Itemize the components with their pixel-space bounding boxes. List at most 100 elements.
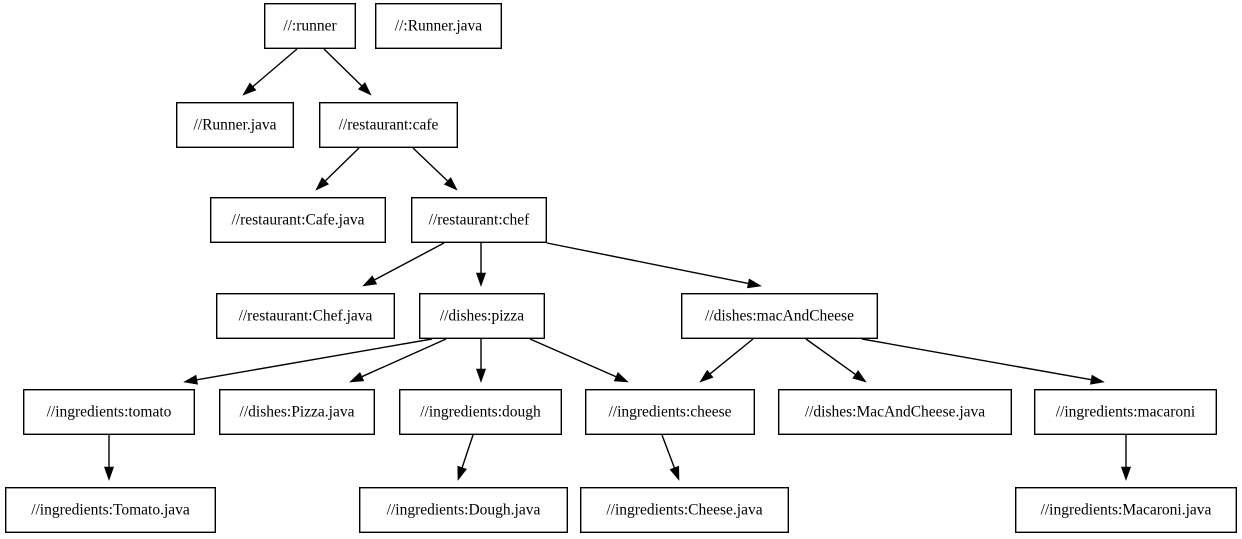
edge-arrowhead — [357, 82, 372, 96]
graph-node-dishes_pizza[interactable]: //dishes:pizza — [419, 293, 546, 340]
node-label: //ingredients:macaroni — [1056, 404, 1196, 421]
graph-node-dough_java[interactable]: //ingredients:Dough.java — [359, 487, 569, 534]
graph-edge — [349, 338, 447, 383]
edge-line — [805, 338, 856, 375]
node-label: //restaurant:Chef.java — [239, 308, 373, 325]
node-label: //restaurant:cafe — [339, 117, 439, 134]
edge-line — [323, 48, 363, 87]
node-box[interactable] — [218, 389, 376, 436]
graph-edge — [1120, 435, 1132, 481]
graph-edge — [412, 147, 458, 191]
edge-line — [546, 242, 749, 285]
node-box[interactable] — [1015, 487, 1238, 534]
edge-line — [361, 338, 447, 378]
graph-node-ing_dough[interactable]: //ingredients:dough — [399, 389, 563, 436]
graph-edge — [805, 338, 867, 383]
node-box[interactable] — [264, 3, 357, 49]
node-box[interactable] — [419, 293, 546, 340]
edge-arrowhead — [699, 369, 714, 383]
edge-arrowhead — [362, 275, 378, 287]
edge-arrowhead — [613, 372, 629, 383]
node-label: //ingredients:cheese — [608, 404, 731, 421]
graph-node-runner_java_root[interactable]: //:Runner.java — [375, 3, 503, 49]
node-box[interactable] — [580, 487, 790, 534]
graph-node-cheese_java[interactable]: //ingredients:Cheese.java — [580, 487, 790, 534]
edge-arrowhead — [315, 177, 330, 191]
graph-node-runner_java[interactable]: //Runner.java — [175, 101, 294, 148]
node-label: //ingredients:dough — [420, 404, 541, 421]
node-box[interactable] — [411, 196, 548, 243]
node-label: //dishes:pizza — [440, 308, 524, 325]
node-box[interactable] — [4, 487, 217, 534]
edge-arrowhead — [183, 374, 198, 385]
node-label: //ingredients:Tomato.java — [31, 502, 190, 519]
node-box[interactable] — [359, 487, 569, 534]
node-box[interactable] — [23, 389, 196, 436]
edge-line — [461, 434, 474, 468]
graph-edge — [103, 435, 115, 481]
node-label: //ingredients:Dough.java — [387, 502, 541, 519]
edge-line — [861, 338, 1092, 381]
node-box[interactable] — [585, 389, 756, 436]
node-box[interactable] — [209, 196, 387, 243]
graph-node-ing_tomato[interactable]: //ingredients:tomato — [23, 389, 196, 436]
graph-node-cafe_java[interactable]: //restaurant:Cafe.java — [209, 196, 387, 243]
graph-node-macaroni_java[interactable]: //ingredients:Macaroni.java — [1015, 487, 1238, 534]
edge-arrowhead — [103, 466, 115, 481]
graph-edge — [323, 48, 372, 96]
graph-edge — [661, 434, 680, 481]
edge-arrowhead — [457, 465, 467, 481]
graph-edge — [457, 434, 474, 481]
graph-node-restaurant_chef[interactable]: //restaurant:chef — [411, 196, 548, 243]
node-label: //ingredients:Cheese.java — [606, 502, 762, 519]
edge-line — [252, 48, 298, 88]
graph-node-tomato_java[interactable]: //ingredients:Tomato.java — [4, 487, 217, 534]
edge-arrowhead — [443, 177, 458, 191]
graph-edge — [529, 338, 629, 383]
node-box[interactable] — [1033, 389, 1217, 436]
node-box[interactable] — [681, 293, 879, 340]
edges-layer — [103, 48, 1132, 481]
graph-edge — [362, 242, 445, 287]
graph-node-mac_java[interactable]: //dishes:MacAndCheese.java — [778, 389, 1013, 436]
edge-arrowhead — [669, 465, 680, 481]
node-box[interactable] — [399, 389, 563, 436]
graph-node-chef_java[interactable]: //restaurant:Chef.java — [215, 293, 396, 340]
edge-line — [529, 338, 617, 378]
edge-arrowhead — [1090, 374, 1105, 385]
node-label: //dishes:macAndCheese — [705, 308, 854, 325]
graph-edge — [699, 338, 754, 383]
graph-node-restaurant_cafe[interactable]: //restaurant:cafe — [319, 101, 459, 148]
graph-node-pizza_java[interactable]: //dishes:Pizza.java — [218, 389, 376, 436]
graph-node-dishes_mac[interactable]: //dishes:macAndCheese — [681, 293, 879, 340]
node-label: //dishes:MacAndCheese.java — [805, 404, 985, 421]
node-box[interactable] — [375, 3, 503, 49]
graph-node-runner[interactable]: //:runner — [264, 3, 357, 49]
node-label: //:Runner.java — [395, 18, 483, 35]
node-box[interactable] — [215, 293, 396, 340]
edge-arrowhead — [1120, 466, 1132, 481]
node-label: //ingredients:Macaroni.java — [1041, 502, 1212, 519]
node-box[interactable] — [319, 101, 459, 148]
node-label: //dishes:Pizza.java — [240, 404, 355, 421]
edge-line — [374, 242, 445, 281]
graph-edge — [475, 243, 487, 287]
edge-arrowhead — [746, 278, 762, 289]
edge-arrowhead — [475, 368, 487, 383]
node-label: //:runner — [283, 18, 337, 35]
edge-line — [196, 338, 433, 381]
graph-edge — [242, 48, 298, 96]
graph-node-ing_cheese[interactable]: //ingredients:cheese — [585, 389, 756, 436]
node-label: //Runner.java — [193, 117, 276, 134]
edge-arrowhead — [852, 370, 867, 383]
node-label: //restaurant:Cafe.java — [232, 212, 365, 229]
node-box[interactable] — [778, 389, 1013, 436]
node-box[interactable] — [175, 101, 294, 148]
edge-arrowhead — [242, 82, 257, 96]
edge-line — [412, 147, 449, 182]
graph-edge — [183, 338, 433, 385]
graph-node-ing_macaroni[interactable]: //ingredients:macaroni — [1033, 389, 1217, 436]
node-label: //ingredients:tomato — [47, 404, 172, 421]
